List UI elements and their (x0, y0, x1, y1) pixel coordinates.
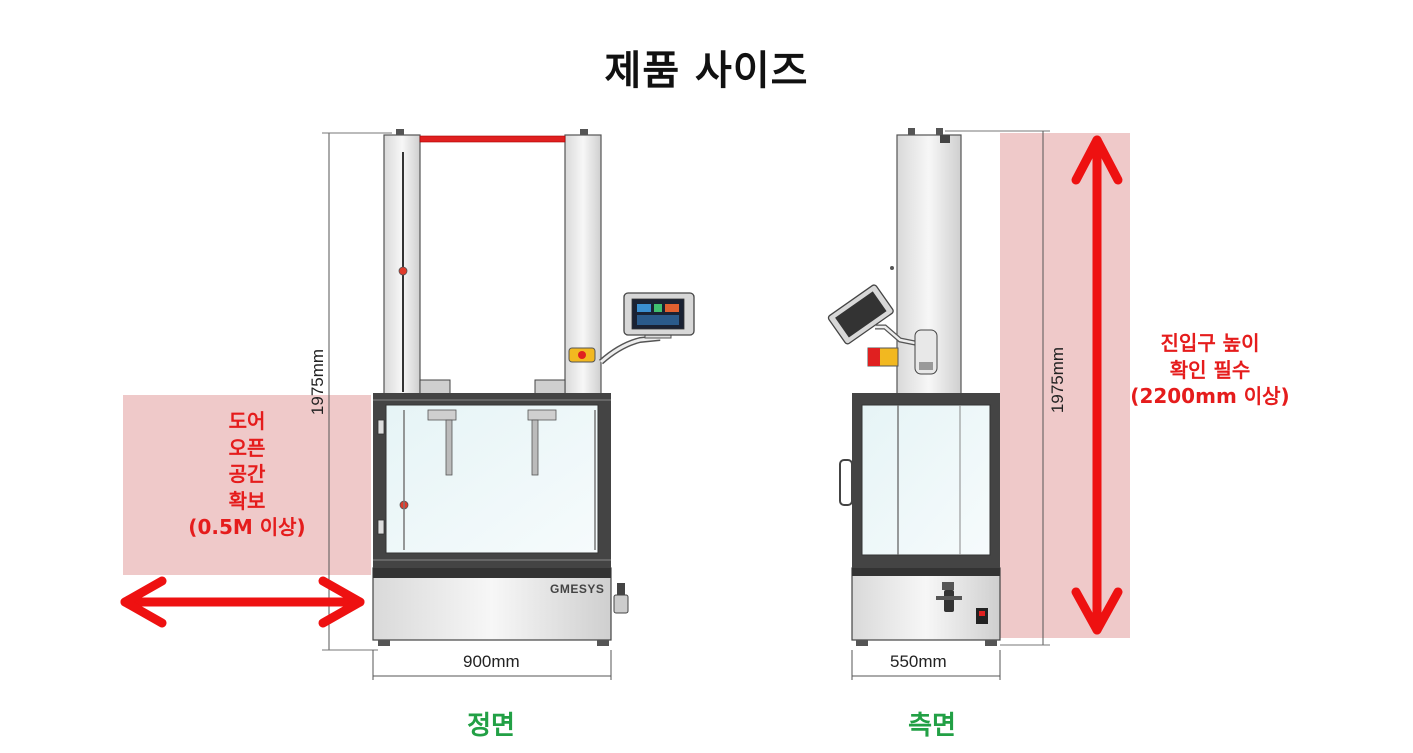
entrance-note-line-1: 진입구 높이 (1160, 331, 1260, 355)
door-note-line-5: (0.5M 이상) (188, 515, 306, 540)
front-width-label: 900mm (463, 652, 520, 671)
entrance-height-zone (1000, 133, 1130, 638)
door-note-line-2: 오픈 (228, 435, 266, 460)
side-height-label: 1975mm (1048, 346, 1067, 414)
front-view-caption: 정면 (467, 711, 515, 741)
side-view-caption: 측면 (908, 711, 956, 741)
door-clearance-note: 도어 오픈 공간 확보 (0.5M 이상) (123, 408, 371, 541)
front-view-machine (322, 129, 695, 680)
door-clearance-arrow (120, 576, 365, 628)
brand-logo: GMESYS (550, 582, 605, 596)
entrance-height-note: 진입구 높이 확인 필수 (2200mm 이상) (1110, 330, 1310, 410)
door-note-line-4: 확보 (228, 488, 266, 513)
page-title: 제품 사이즈 (604, 48, 809, 94)
entrance-note-line-2: 확인 필수 (1169, 357, 1251, 382)
side-view-machine (827, 128, 1050, 680)
door-clearance-zone (123, 395, 371, 575)
side-width-label: 550mm (890, 652, 947, 671)
entrance-note-line-3: (2200mm 이상) (1130, 384, 1290, 409)
door-note-line-3: 공간 (228, 462, 266, 487)
door-note-line-1: 도어 (228, 409, 266, 433)
entrance-height-arrow (1071, 135, 1123, 635)
